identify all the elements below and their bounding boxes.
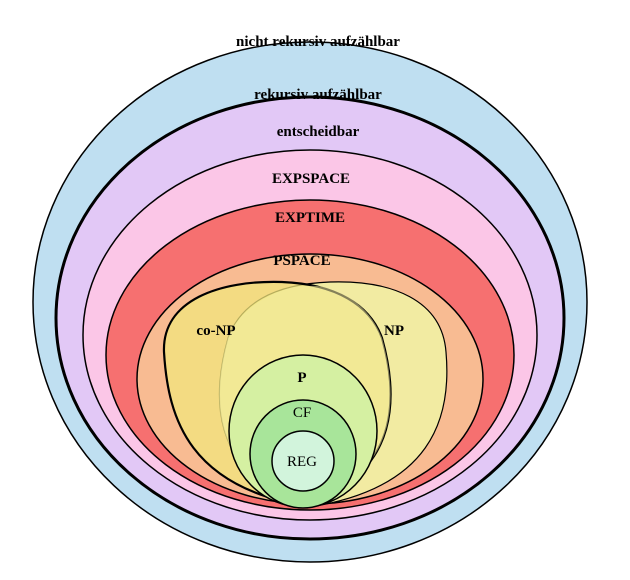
label-exptime: EXPTIME (275, 210, 345, 226)
label-reg: REG (287, 454, 317, 470)
label-np: NP (384, 323, 404, 339)
label-expspace: EXPSPACE (272, 171, 350, 187)
region-reg (271, 430, 335, 492)
label-entscheidbar: entscheidbar (277, 124, 360, 140)
label-pspace: PSPACE (273, 253, 330, 269)
label-rekursiv-aufzaehlbar: rekursiv aufzählbar (254, 87, 382, 103)
label-cf: CF (293, 405, 311, 421)
title-label: nicht rekursiv aufzählbar (236, 34, 400, 50)
label-p: P (297, 370, 306, 386)
label-co-np: co-NP (196, 323, 235, 339)
